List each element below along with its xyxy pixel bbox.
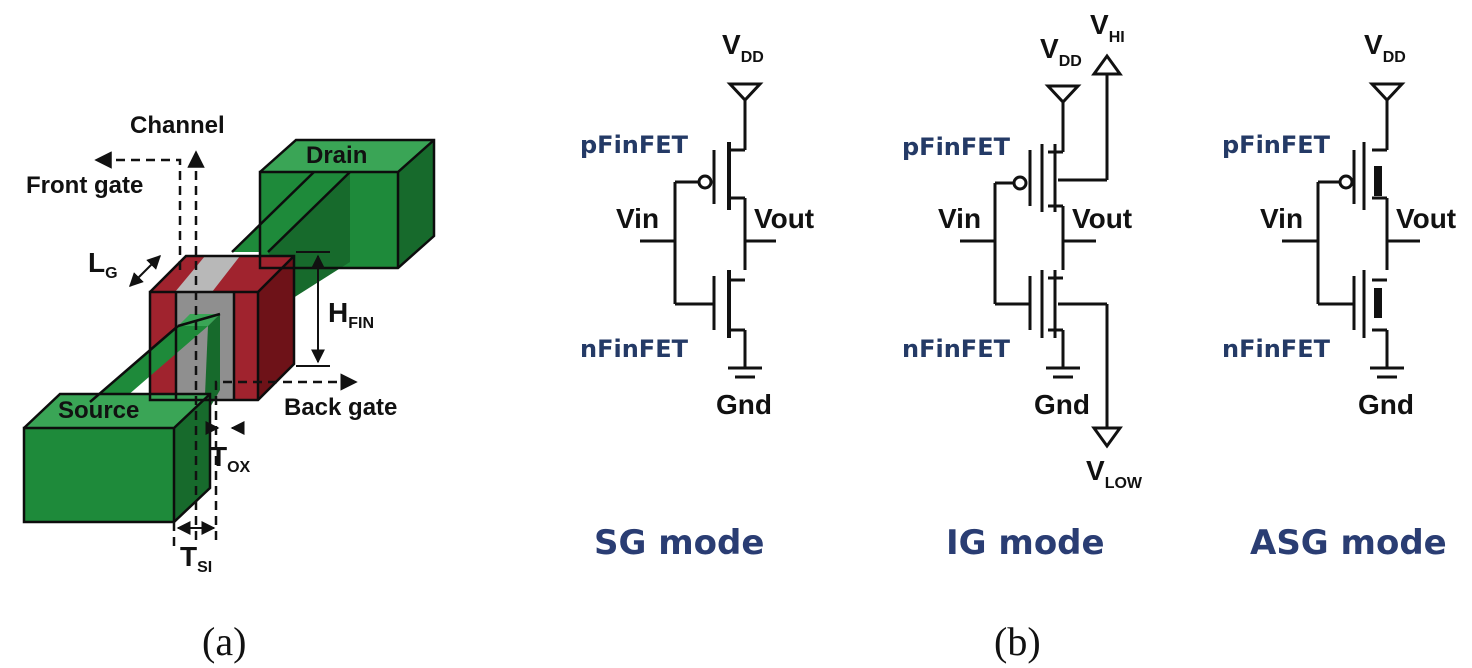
caption-b: (b) <box>994 619 1041 664</box>
finfet-3d-structure <box>22 138 436 552</box>
ig-vin-label: Vin <box>938 203 981 234</box>
source-side-face <box>174 394 210 522</box>
asg-n-thick-gate <box>1374 288 1382 318</box>
asg-mode-label: ASG mode <box>1250 523 1447 563</box>
lg-arrow <box>129 255 161 287</box>
gate-top-silicon <box>175 256 240 292</box>
caption-a: (a) <box>202 619 246 664</box>
ig-vdd-label: VDD <box>1040 33 1082 70</box>
asg-vout-label: Vout <box>1396 203 1456 234</box>
asg-vin-label: Vin <box>1260 203 1303 234</box>
ig-gnd-label: Gnd <box>1034 389 1090 420</box>
ig-vout-label: Vout <box>1072 203 1132 234</box>
front-gate-axis <box>94 151 182 270</box>
fin-front-side <box>204 314 220 418</box>
front-gate-label: Front gate <box>26 172 143 199</box>
ig-vhi-arrow <box>1091 53 1123 76</box>
ig-mode-circuit: VDD VHI pFinFET nFinFET Vin Vout Gnd VLO… <box>902 9 1143 563</box>
source-label: Source <box>58 397 139 424</box>
asg-p-gate-bubble <box>1338 174 1354 190</box>
asg-vdd-label: VDD <box>1364 29 1406 66</box>
hfin-label: HFIN <box>328 297 374 332</box>
sg-nfinfet-label: nFinFET <box>580 335 689 363</box>
tsi-label: TSI <box>180 541 212 576</box>
sg-pfinfet-label: pFinFET <box>580 131 689 159</box>
source-top-face <box>24 394 210 428</box>
ig-mode-label: IG mode <box>946 523 1105 563</box>
source-block <box>24 394 210 522</box>
ig-vlow-arrow <box>1091 426 1123 449</box>
fin-back-front-face <box>232 172 350 252</box>
sg-vout-label: Vout <box>754 203 814 234</box>
sg-mode-circuit: VDD pFinFET nFinFET Vin Vout Gnd SG mode <box>580 29 814 563</box>
sg-vdd-arrow <box>726 82 764 103</box>
drain-top-face <box>260 140 434 172</box>
tox-label: TOX <box>210 441 251 476</box>
sg-vin-label: Vin <box>616 203 659 234</box>
drain-side-face <box>398 140 434 268</box>
gate-side <box>258 256 294 400</box>
ig-p-gate-bubble <box>1012 175 1028 191</box>
asg-nfinfet-label: nFinFET <box>1222 335 1331 363</box>
back-gate-axis <box>214 373 358 540</box>
ig-pfinfet-label: pFinFET <box>902 133 1011 161</box>
sg-gnd-label: Gnd <box>716 389 772 420</box>
back-oxide <box>234 292 258 400</box>
sg-mode-label: SG mode <box>594 523 764 563</box>
asg-mode-circuit: VDD pFinFET nFinFET Vin Vout Gnd ASG mod… <box>1222 29 1456 563</box>
sg-p-gate-bubble <box>697 174 713 190</box>
asg-p-thick-gate <box>1374 166 1382 196</box>
ig-vlow-label: VLOW <box>1086 455 1143 492</box>
ig-nfinfet-label: nFinFET <box>902 335 1011 363</box>
ig-vhi-label: VHI <box>1090 9 1125 46</box>
channel-label: Channel <box>130 112 225 139</box>
asg-gnd-label: Gnd <box>1358 389 1414 420</box>
source-front-face <box>24 428 174 522</box>
ig-vdd-arrow <box>1044 84 1082 105</box>
lg-label: LG <box>88 247 118 282</box>
sg-vdd-label: VDD <box>722 29 764 66</box>
asg-pfinfet-label: pFinFET <box>1222 131 1331 159</box>
back-gate-label: Back gate <box>284 394 397 421</box>
drain-label: Drain <box>306 142 367 169</box>
asg-vdd-arrow <box>1368 82 1406 103</box>
